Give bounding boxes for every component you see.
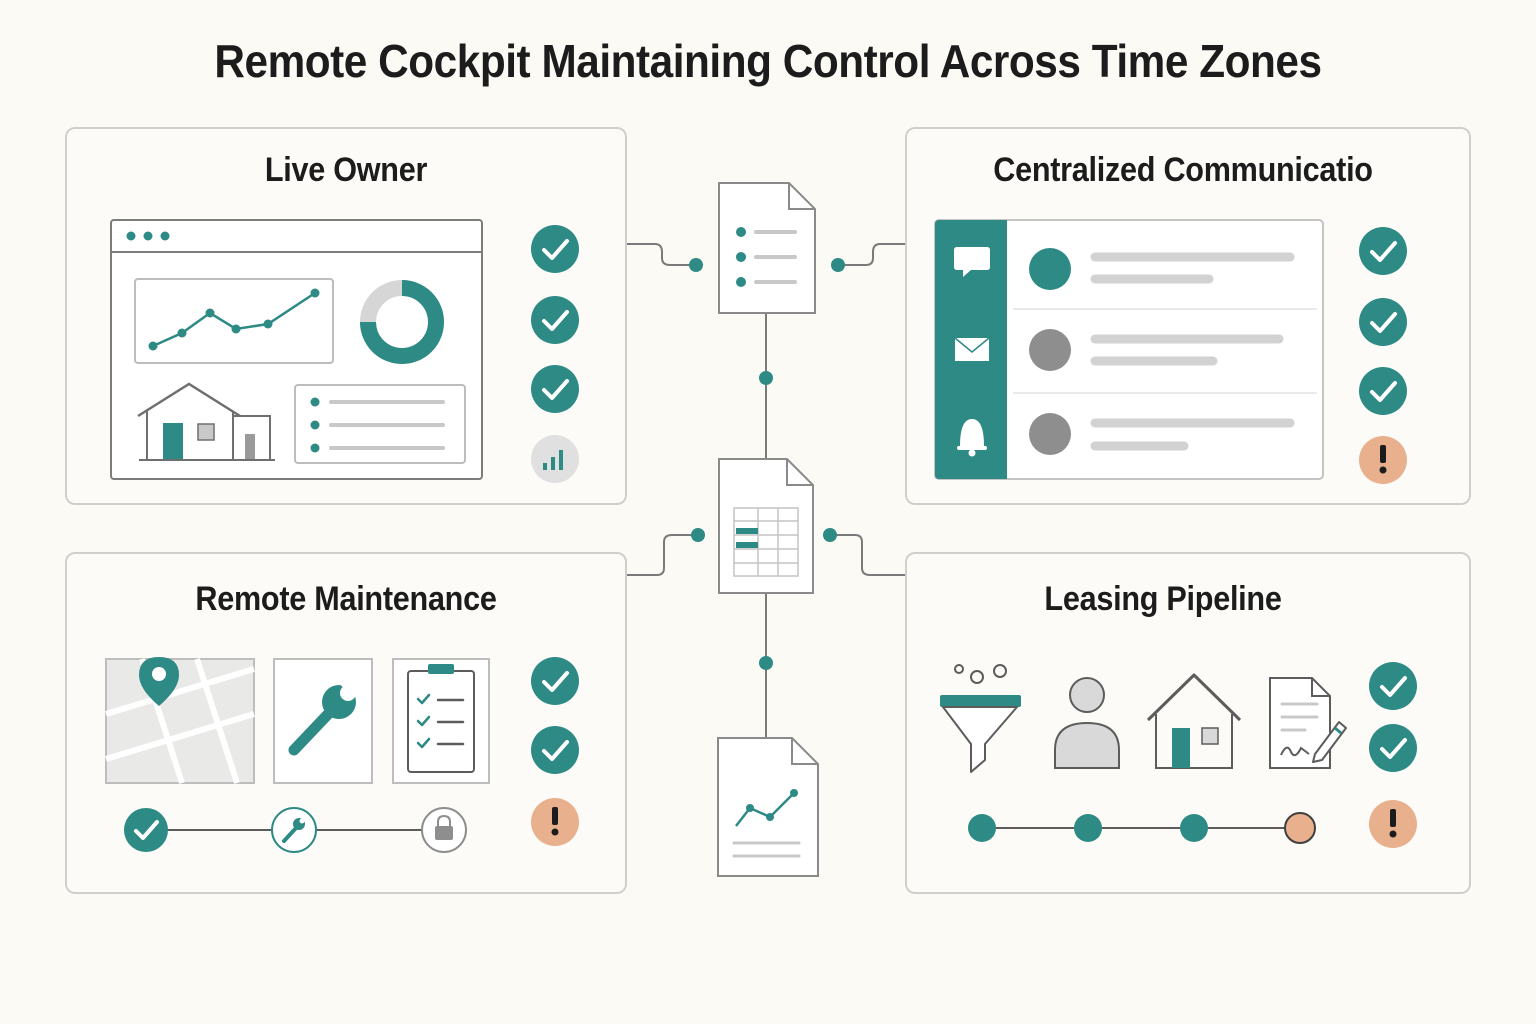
stage-done-icon <box>1180 814 1208 842</box>
house-icon <box>1146 673 1242 769</box>
line-chart-icon <box>134 278 334 364</box>
status-check-icon <box>1369 662 1417 710</box>
signal-bars-icon <box>531 435 579 483</box>
contact-avatar-icon <box>1029 329 1071 371</box>
status-check-icon <box>1359 298 1407 346</box>
step-check-icon <box>124 808 168 852</box>
status-check-icon <box>531 365 579 413</box>
step-wrench-icon <box>271 807 317 853</box>
status-check-icon <box>1359 227 1407 275</box>
mail-icon <box>954 337 990 361</box>
spreadsheet-document-icon <box>718 458 814 594</box>
status-check-icon <box>531 225 579 273</box>
communication-panel: Centralized Communicatio <box>905 127 1471 505</box>
stage-done-icon <box>1074 814 1102 842</box>
status-check-icon <box>531 657 579 705</box>
status-alert-icon <box>1369 800 1417 848</box>
live-owner-title: Live Owner <box>264 151 428 189</box>
contact-avatar-icon <box>1029 248 1071 290</box>
status-check-icon <box>1369 724 1417 772</box>
maintenance-panel: Remote Maintenance <box>65 552 627 894</box>
communication-title: Centralized Communicatio <box>993 151 1373 189</box>
live-owner-panel: Live Owner <box>65 127 627 505</box>
funnel-icon <box>940 664 1021 773</box>
bell-icon <box>957 419 987 457</box>
contact-avatar-icon <box>1029 413 1071 455</box>
chart-document-icon <box>717 737 819 877</box>
status-check-icon <box>1359 367 1407 415</box>
chat-icon <box>954 247 990 277</box>
list-document-icon <box>718 182 816 314</box>
status-check-icon <box>531 296 579 344</box>
map-pin-icon <box>105 657 255 784</box>
stage-done-icon <box>968 814 996 842</box>
maintenance-title: Remote Maintenance <box>195 580 497 618</box>
house-icon <box>137 382 275 461</box>
list-card-icon <box>294 384 466 464</box>
stage-pending-icon <box>1284 812 1316 844</box>
status-check-icon <box>531 726 579 774</box>
status-alert-icon <box>531 798 579 846</box>
donut-chart-icon <box>360 280 444 364</box>
step-lock-icon <box>421 807 467 853</box>
leasing-title: Leasing Pipeline <box>1044 580 1282 618</box>
checklist-clipboard-icon <box>392 658 490 784</box>
person-icon <box>1054 677 1120 769</box>
wrench-icon <box>273 658 373 784</box>
status-alert-icon <box>1359 436 1407 484</box>
page-title: Remote Cockpit Maintaining Control Acros… <box>214 35 1322 87</box>
signed-document-icon <box>1269 677 1347 769</box>
leasing-panel: Leasing Pipeline <box>905 552 1471 894</box>
